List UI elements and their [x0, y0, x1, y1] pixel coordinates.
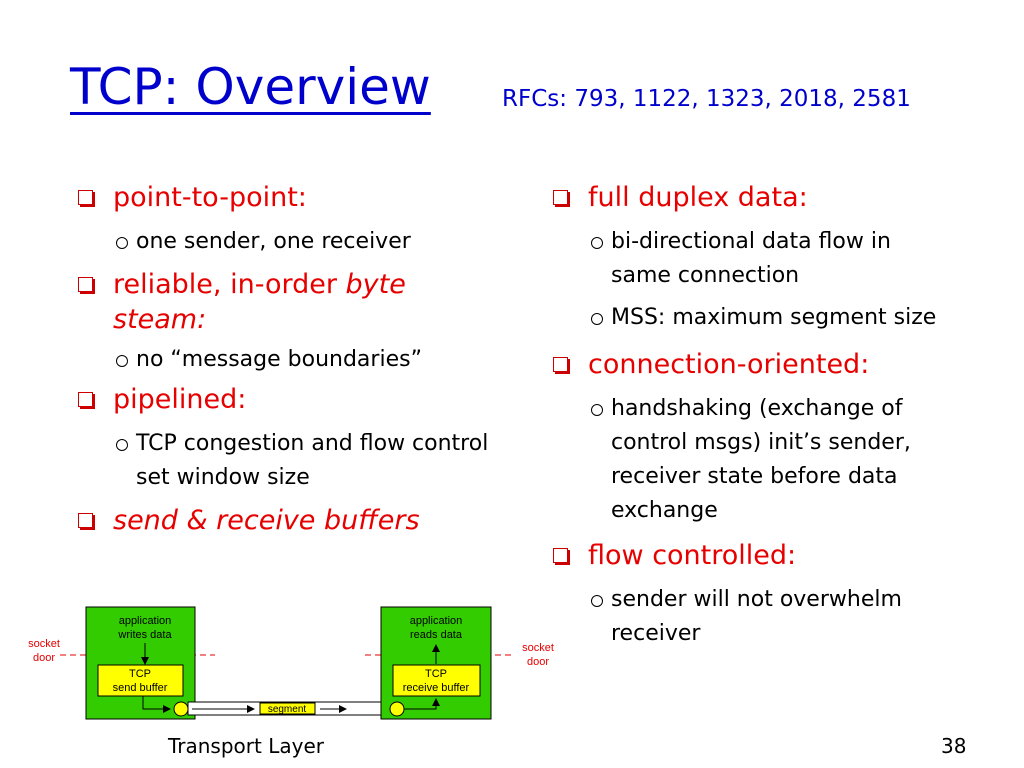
bullet-text: reliable, in-order — [113, 269, 346, 300]
sub-bullet-text: no “message boundaries” — [136, 347, 422, 372]
bullet-text: pipelined: — [113, 384, 247, 415]
sub-bullet-text: sender will not overwhelm receiver — [611, 587, 902, 646]
right-app-line2: reads data — [410, 629, 463, 641]
right-buffer-arrow — [404, 698, 440, 710]
square-bullet-icon — [553, 190, 568, 205]
circle-bullet-icon — [591, 237, 603, 249]
right-buf-line2: receive buffer — [403, 682, 470, 694]
socket-door-right-1: socket — [522, 642, 554, 654]
circle-bullet-icon — [116, 439, 128, 451]
segment-box — [259, 702, 316, 715]
right-column: full duplex data: bi-directional data fl… — [551, 180, 971, 651]
bullet-text-italic: byte — [345, 269, 406, 300]
left-socket-circle — [173, 701, 189, 717]
sub-bullet-sender-receiver: one sender, one receiver — [76, 225, 496, 259]
socket-door-right-2: door — [527, 656, 549, 668]
bullet-full-duplex: full duplex data: — [551, 180, 971, 215]
sender-host-box — [85, 606, 196, 720]
socket-door-left-2: door — [33, 652, 55, 664]
bullet-text: connection-oriented: — [588, 349, 870, 380]
left-app-line2: writes data — [117, 629, 172, 641]
left-buf-line2: send buffer — [113, 682, 168, 694]
sub-bullet-handshaking: handshaking (exchange of control msgs) i… — [551, 392, 951, 528]
sub-bullet-text: one sender, one receiver — [136, 229, 411, 254]
sub-bullet-text: MSS: maximum segment size — [611, 305, 937, 330]
circle-bullet-icon — [591, 595, 603, 607]
bullet-text: full duplex data: — [588, 182, 808, 213]
square-bullet-icon — [78, 190, 93, 205]
bullet-connection-oriented: connection-oriented: — [551, 347, 971, 382]
circle-bullet-icon — [116, 355, 128, 367]
sub-bullet-congestion: TCP congestion and flow control set wind… — [76, 427, 496, 495]
bullet-text: send & receive buffers — [113, 505, 420, 536]
sub-bullet-message-boundaries: no “message boundaries” — [76, 343, 496, 377]
socket-door-left-1: socket — [28, 638, 60, 650]
square-bullet-icon — [553, 548, 568, 563]
send-buffer-box — [97, 664, 184, 697]
square-bullet-icon — [78, 513, 93, 528]
sub-bullet-text: TCP congestion and flow control set wind… — [136, 431, 489, 490]
bullet-text: flow controlled: — [588, 540, 797, 571]
left-column: point-to-point: one sender, one receiver… — [76, 180, 496, 538]
bullet-text: point-to-point: — [113, 182, 307, 213]
footer-title: Transport Layer — [168, 734, 324, 758]
left-app-line1: application — [119, 615, 172, 627]
circle-bullet-icon — [591, 404, 603, 416]
right-app-line1: application — [410, 615, 463, 627]
sub-bullet-text: handshaking (exchange of control msgs) i… — [611, 396, 911, 523]
bullet-reliable: reliable, in-order byte steam: — [76, 267, 496, 337]
bullet-pipelined: pipelined: — [76, 382, 496, 417]
bullet-flow-controlled: flow controlled: — [551, 538, 971, 573]
right-buf-line1: TCP — [425, 668, 447, 680]
sub-bullet-overwhelm: sender will not overwhelm receiver — [551, 583, 931, 651]
circle-bullet-icon — [116, 237, 128, 249]
sub-bullet-bidirectional: bi-directional data flow in same connect… — [551, 225, 951, 293]
right-socket-circle — [389, 701, 405, 717]
receive-buffer-box — [392, 664, 481, 697]
segment-label: segment — [268, 704, 307, 715]
square-bullet-icon — [78, 277, 93, 292]
rfc-list: RFCs: 793, 1122, 1323, 2018, 2581 — [502, 86, 911, 112]
left-buffer-arrow — [142, 696, 171, 713]
circle-bullet-icon — [591, 313, 603, 325]
bullet-buffers: send & receive buffers — [76, 503, 496, 538]
page-number: 38 — [941, 734, 967, 758]
square-bullet-icon — [78, 392, 93, 407]
bullet-point-to-point: point-to-point: — [76, 180, 496, 215]
bullet-text-italic: steam: — [113, 304, 207, 335]
sub-bullet-text: bi-directional data flow in same connect… — [611, 229, 891, 288]
square-bullet-icon — [553, 357, 568, 372]
sub-bullet-mss: MSS: maximum segment size — [551, 301, 951, 335]
left-buf-line1: TCP — [129, 668, 151, 680]
slide-title: TCP: Overview — [70, 58, 431, 116]
